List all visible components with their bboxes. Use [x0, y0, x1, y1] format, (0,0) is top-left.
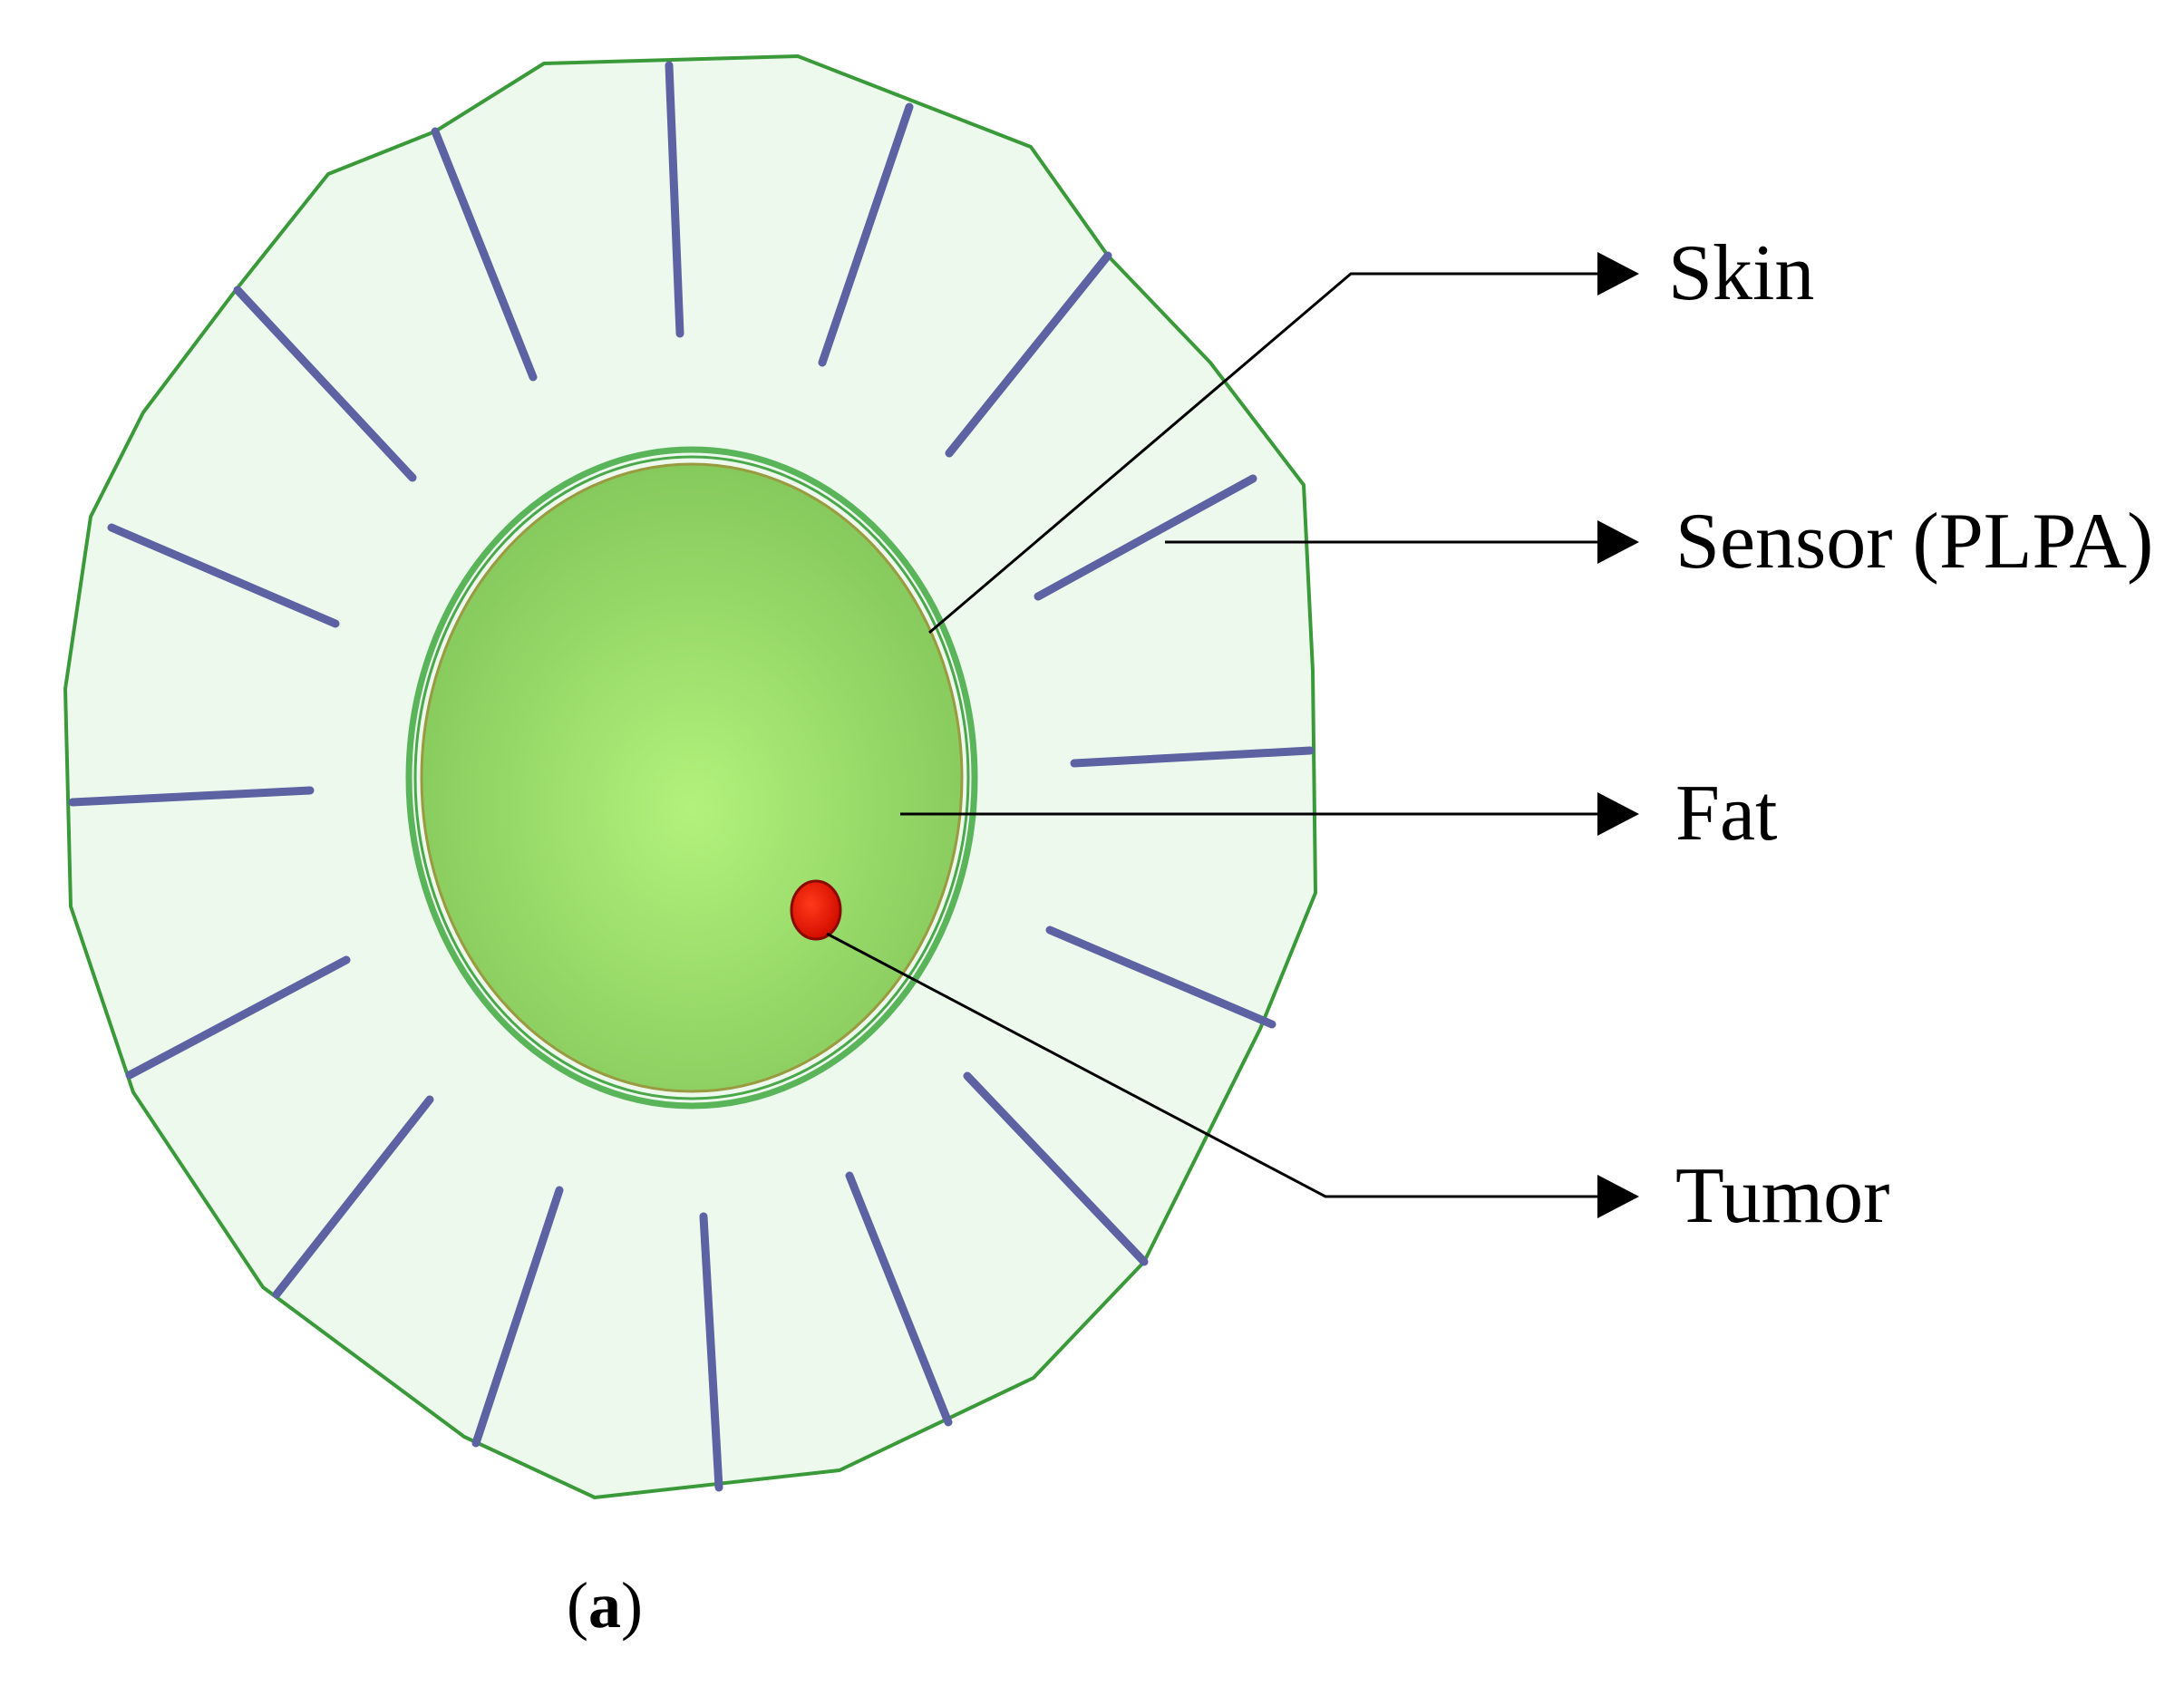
sensor-bar	[818, 102, 914, 367]
sensor-label: Sensor (PLPA)	[1675, 498, 2153, 586]
sensor-bar	[125, 955, 351, 1080]
sensor-bar	[699, 1212, 723, 1492]
sensor-bar	[1045, 926, 1276, 1029]
tumor-arrow-head	[1597, 1175, 1639, 1218]
sensor-bar	[1034, 474, 1257, 601]
sensor-bar	[665, 61, 684, 338]
tumor-label: Tumor	[1675, 1152, 1889, 1240]
sensor-bar	[1070, 746, 1315, 768]
skin-leader-line	[928, 272, 1605, 635]
sensor-bar	[233, 286, 417, 482]
caption-letter: a	[588, 1569, 621, 1642]
sensor-bar	[963, 1071, 1149, 1266]
sensor-bar	[107, 523, 340, 628]
sensor-bar	[431, 127, 538, 382]
tumor-leader-line	[826, 932, 1605, 1198]
sensor-bar	[845, 1171, 953, 1427]
fat-arrow-head	[1597, 792, 1639, 836]
caption-close-paren: )	[621, 1569, 643, 1642]
caption-open-paren: (	[567, 1569, 588, 1642]
skin-layer	[405, 446, 978, 1110]
sensor-bar	[272, 1095, 434, 1299]
sensor-array	[68, 61, 1315, 1492]
fat-label: Fat	[1675, 770, 1777, 858]
sensor-bar	[471, 1186, 564, 1448]
skin-arrow-head	[1597, 252, 1639, 296]
leader-lines	[826, 272, 1605, 1198]
skin-label: Skin	[1668, 229, 1814, 317]
tumor	[790, 879, 842, 941]
sensor-bar	[945, 251, 1112, 458]
sensor-bar	[68, 786, 315, 807]
figure-caption: (a)	[567, 1569, 643, 1642]
fat-region	[420, 462, 964, 1093]
sensor-arrow-head	[1597, 520, 1639, 564]
skin-inner-line	[413, 455, 970, 1100]
